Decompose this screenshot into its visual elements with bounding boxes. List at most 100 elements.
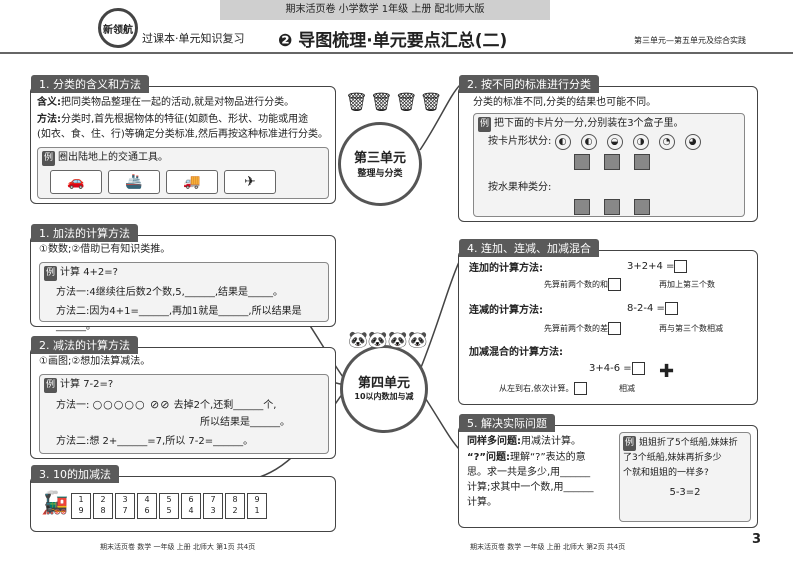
box-icon[interactable] [634, 154, 650, 170]
train-car-top: 9 [254, 495, 260, 504]
mix-label: 加减混合的计算方法: [469, 347, 563, 358]
train-car-top: 4 [144, 495, 150, 504]
train-car-top: 3 [122, 495, 128, 504]
header-band: 期末活页卷 小学数学 1年级 上册 配北师大版 [220, 0, 550, 20]
train-car-bottom: 6 [144, 506, 150, 515]
method: 方法:分类时,首先根据物体的特征(如颜色、形状、功能或用途 (如衣、食、住、行)… [37, 112, 335, 142]
footer-left: 期末活页卷 数学 一年级 上册 北师大 第1页 共4页 [100, 543, 256, 551]
circles-drawing: ○○○○○ ⊘⊘ [92, 398, 171, 411]
footer-right: 期末活页卷 数学 一年级 上册 北师大 第2页 共4页 [470, 543, 626, 551]
fruit-boxes [474, 195, 744, 219]
definition-text: 把同类物品整理在一起的活动,就是对物品进行分类。 [61, 97, 295, 108]
train-car-bottom: 1 [254, 506, 260, 515]
trash-bins-icon: 🗑🗑🗑🗑 [345, 92, 445, 113]
panel-tab: 5. 解决实际问题 [459, 414, 555, 432]
card-icon: ◕ [684, 134, 701, 150]
example-badge: 例 [623, 436, 637, 451]
card-icon: ◒ [606, 134, 623, 150]
panel-classification-meaning: 1. 分类的含义和方法 含义:把同类物品整理在一起的活动,就是对物品进行分类。 … [30, 75, 336, 204]
train-car-top: 5 [166, 495, 172, 504]
answer-box[interactable] [631, 361, 645, 375]
unit3-title: 第三单元 [353, 151, 406, 166]
definition: 含义:把同类物品整理在一起的活动,就是对物品进行分类。 [37, 95, 331, 110]
add-expr-text: 3+2+4 = [627, 261, 675, 272]
box-icon[interactable] [574, 154, 590, 170]
subtitle: 过课本·单元知识复习 [142, 32, 245, 45]
train-car-bottom: 8 [100, 506, 106, 515]
method-1-text-1: 去掉2个,还剩______个, [173, 400, 277, 411]
unit4-node: 第四单元 10以内数加与减 [340, 345, 428, 433]
ex-line-1: 姐姐折了5个纸船,妹妹折 [639, 438, 738, 448]
pandas-icon: 🐼🐼🐼🐼 [348, 330, 428, 349]
panel-addition-method: 1. 加法的计算方法 ①数数;②借助已有知识类推。 例计算 4+2=? 方法一:… [30, 224, 336, 332]
train-car-bottom: 4 [188, 506, 194, 515]
box-icon[interactable] [604, 154, 620, 170]
panel-tab: 1. 加法的计算方法 [31, 224, 138, 242]
panel-tab: 1. 分类的含义和方法 [31, 75, 149, 93]
ex-line-3: 个就和姐姐的一样多? [623, 468, 709, 478]
shape-row: 按卡片形状分: ◐◐◒◑◔◕ [474, 134, 744, 150]
train-car-top: 2 [100, 495, 106, 504]
q2-text-d: 计算。 [467, 497, 497, 508]
ex-answer: 5-3=2 [669, 487, 701, 498]
train-car-top: 1 [78, 495, 84, 504]
train-car-bottom: 2 [232, 506, 238, 515]
same-amount: 同样多问题:用减法计算。 [467, 434, 617, 449]
train-car-bottom: 9 [78, 506, 84, 515]
panel-tab: 2. 减法的计算方法 [31, 336, 138, 354]
unit-range-tag: 第三单元—第五单元及综合实践 [634, 36, 746, 45]
answer-box[interactable] [674, 259, 688, 273]
panel-tab: 3. 10的加减法 [31, 465, 119, 483]
car-icon[interactable]: 🚗 [50, 170, 102, 194]
example-box: 例计算 7-2=? 方法一: ○○○○○ ⊘⊘ 去掉2个,还剩______个, … [39, 374, 329, 454]
sub-label: 连减的计算方法: [469, 305, 543, 316]
subtraction-method-1: 方法一: ○○○○○ ⊘⊘ 去掉2个,还剩______个, [40, 395, 328, 415]
card-icon: ◐ [580, 134, 597, 150]
mix-note-2: 相减 [619, 384, 635, 393]
ship-icon[interactable]: 🚢 [108, 170, 160, 194]
sub-expr-text: 8-2-4 = [627, 303, 665, 314]
train-car-bottom: 7 [122, 506, 128, 515]
example-text: 计算 4+2=? [60, 267, 118, 278]
panel-mixed-operations: 4. 连加、连减、加减混合 连加的计算方法: 3+2+4 = 先算前两个数的和 … [458, 239, 758, 405]
unit4-title: 第四单元 [357, 376, 410, 391]
q2-text-c: 计算;求其中一个数,用______ [467, 482, 594, 493]
unit3-subtitle: 整理与分类 [357, 169, 403, 179]
train-car-top: 6 [188, 495, 194, 504]
example-badge: 例 [44, 266, 58, 281]
mix-expression: 3+4-6 = [589, 361, 645, 376]
definition-label: 含义: [37, 97, 61, 108]
answer-box[interactable] [573, 382, 587, 395]
truck-icon[interactable]: 🚚 [166, 170, 218, 194]
answer-box[interactable] [608, 322, 621, 335]
example-text: 计算 7-2=? [60, 379, 114, 390]
train-car-bottom: 5 [166, 506, 172, 515]
airplane-icon[interactable]: ✈ [224, 170, 276, 194]
box-icon[interactable] [574, 199, 590, 215]
panel-word-problems: 5. 解决实际问题 同样多问题:用减法计算。 “?”问题:理解“?”表达的意 思… [458, 414, 758, 528]
subtraction-approach: ①画图;②想加法算减法。 [39, 356, 151, 367]
answer-box[interactable] [608, 278, 621, 291]
q2-text-a: 理解“?”表达的意 [509, 452, 586, 463]
train-car-top: 7 [210, 495, 216, 504]
example-box: 例姐姐折了5个纸船,妹妹折 了3个纸船,妹妹再折多少 个就和姐姐的一样多? 5-… [619, 432, 751, 522]
mix-expr-text: 3+4-6 = [589, 363, 632, 374]
mix-note-1-text: 从左到右,依次计算。 [499, 384, 574, 393]
add-note-2: 再加上第三个数 [659, 280, 715, 289]
answer-box[interactable] [664, 301, 678, 315]
panel-different-standards: 2. 按不同的标准进行分类 分类的标准不同,分类的结果也可能不同。 例把下面的卡… [458, 75, 758, 222]
fruit-row-label: 按水果种类分: [488, 182, 552, 193]
shape-boxes [474, 150, 744, 174]
train-car-top: 8 [232, 495, 238, 504]
box-icon[interactable] [634, 199, 650, 215]
page-title: ❷ 导图梳理·单元要点汇总(二) [278, 31, 508, 51]
box-icon[interactable] [604, 199, 620, 215]
addition-method-1: 方法一:4继续往后数2个数,5,______,结果是_____。 [56, 287, 283, 298]
